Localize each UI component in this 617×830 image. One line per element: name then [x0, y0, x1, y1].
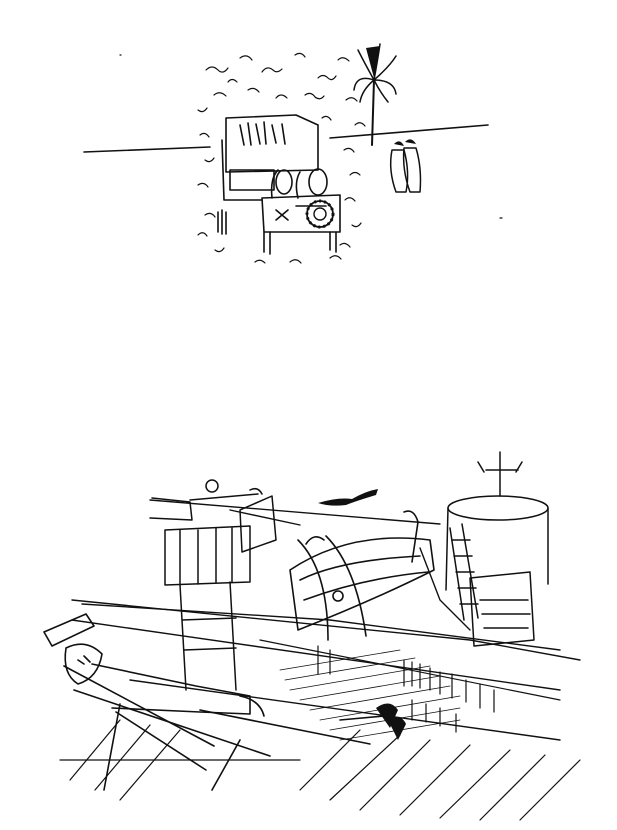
- distant-island: [318, 489, 378, 506]
- deck-planks: [59, 639, 581, 821]
- spare-tire: [305, 199, 335, 229]
- gun-turret: [149, 479, 277, 691]
- pair-of-figures: [389, 139, 422, 193]
- lifeboat: [289, 510, 435, 641]
- crowd-figures: [317, 645, 495, 733]
- reclining-man: [43, 613, 406, 745]
- funnel-tower: [445, 451, 549, 647]
- jeep: [217, 114, 341, 255]
- palm-tree: [353, 43, 397, 146]
- rigging-lines: [71, 499, 581, 741]
- deck-hatching: [279, 649, 461, 741]
- dust-cloud: [197, 52, 366, 264]
- deckchair: [63, 665, 271, 791]
- horizon-line: [83, 124, 489, 153]
